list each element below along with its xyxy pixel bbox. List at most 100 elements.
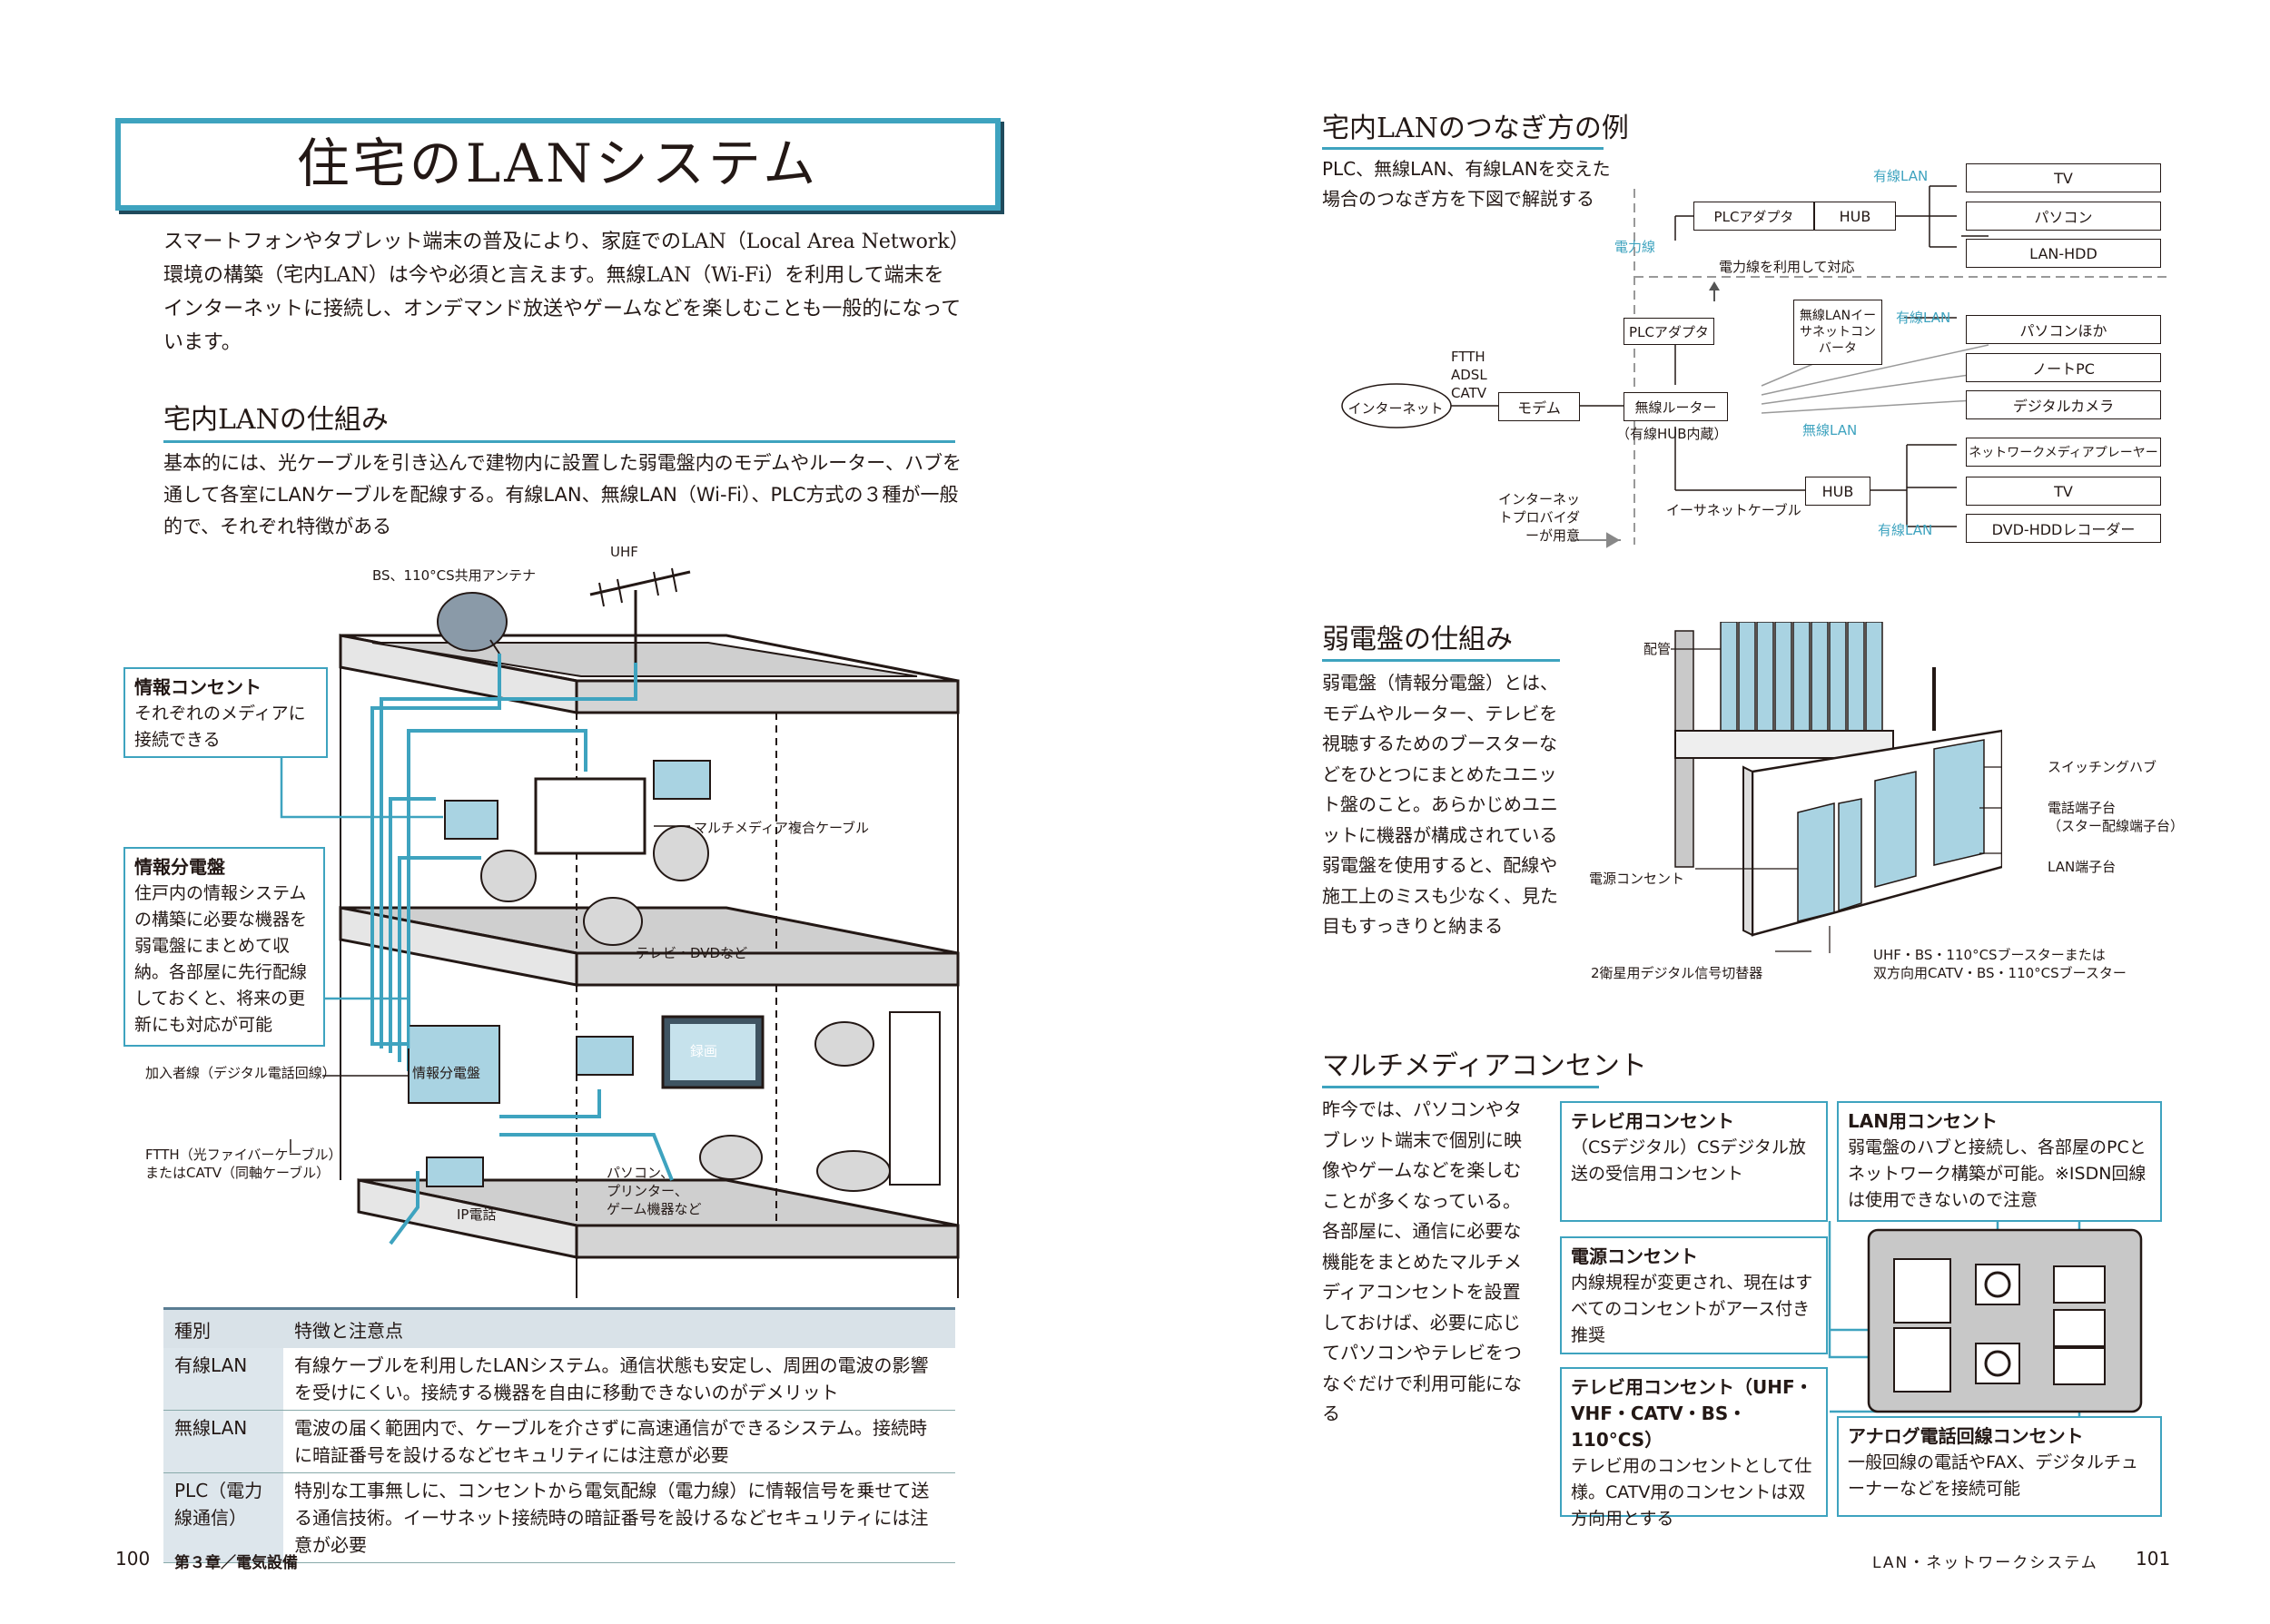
- label-subscriber-line: 加入者線（デジタル電話回線）: [145, 1065, 336, 1081]
- table-cell-desc: 電波の届く範囲内で、ケーブルを介さずに高速通信ができるシステム。接続時に暗証番号…: [283, 1410, 955, 1473]
- section-rule: [1322, 1086, 1599, 1088]
- table-cell-desc: 有線ケーブルを利用したLANシステム。通信状態も安定し、周囲の電波の影響を受けに…: [283, 1348, 955, 1411]
- router-sub: （有線HUB内蔵）: [1616, 426, 1728, 442]
- intro-text: スマートフォンやタブレット端末の普及により、家庭でのLAN（Local Area…: [163, 231, 962, 354]
- running-head-right: LAN・ネットワークシステム: [1872, 1554, 2098, 1572]
- callout-info-panel: 情報分電盤 住戸内の情報システムの構築に必要な機器を弱電盤にまとめて収納。各部屋…: [123, 847, 325, 1047]
- panel-illustration: [1671, 622, 2002, 953]
- label-pc-2: プリンター、: [607, 1183, 688, 1199]
- page-number-right: 101: [2136, 1548, 2171, 1570]
- label-bs-antenna: BS、110°CS共用アンテナ: [372, 567, 537, 584]
- label-telephone-terminal: 電話端子台: [2048, 800, 2117, 816]
- device-media-player: ネットワークメディアプレーヤー: [1966, 438, 2161, 467]
- plc-adapter-box: PLCアダプタ: [1624, 318, 1714, 345]
- table-header-row: 種別 特徴と注意点: [163, 1307, 955, 1348]
- callout-info-outlet: 情報コンセント それぞれのメディアに接続できる: [123, 667, 328, 758]
- section-text-multimedia: 昨今では、パソコンやタブレット端末で個別に映像やゲームなどを楽しむことが多くなっ…: [1322, 1098, 1522, 1424]
- section-text-panel: 弱電盤（情報分電盤）とは、モデムやルーター、テレビを視聴するためのブースターなど…: [1322, 672, 1558, 937]
- device-dvd-recorder: DVD-HDDレコーダー: [1966, 514, 2161, 543]
- device-camera: デジタルカメラ: [1966, 390, 2161, 419]
- plc-adapter-top-box: PLCアダプタ: [1693, 202, 1814, 231]
- callout-info-panel-title: 情報分電盤: [134, 856, 225, 878]
- provider-note-text: インターネットプロバイダーが用意: [1498, 491, 1581, 544]
- lan-type-table: 種別 特徴と注意点 有線LAN 有線ケーブルを利用したLANシステム。通信状態も…: [163, 1307, 955, 1563]
- box-analog-phone-title: アナログ電話回線コンセント: [1848, 1425, 2084, 1447]
- label-provider-note: インターネットプロバイダーが用意: [1498, 490, 1580, 545]
- device-notebook: ノートPC: [1966, 353, 2161, 382]
- hub-top-box: HUB: [1814, 202, 1896, 231]
- page-title: 住宅のLANシステム: [296, 133, 820, 194]
- label-adsl: ADSL: [1451, 367, 1487, 383]
- house-illustration: [280, 567, 960, 1298]
- label-lan-terminal: LAN端子台: [2048, 859, 2117, 875]
- label-booster-1: UHF・BS・110°CSブースターまたは: [1873, 947, 2106, 963]
- table-row: 無線LAN 電波の届く範囲内で、ケーブルを介さずに高速通信ができるシステム。接続…: [163, 1410, 955, 1473]
- box-tv-uhf-title: テレビ用コンセント（UHF・VHF・CATV・BS・110°CS）: [1571, 1376, 1813, 1451]
- label-uhf: UHF: [610, 544, 638, 560]
- label-satellite-switch: 2衛星用デジタル信号切替器: [1591, 965, 1763, 981]
- converter-box: 無線LANイーサネットコンバータ: [1793, 300, 1882, 365]
- section-title-connection: 宅内LANのつなぎ方の例: [1322, 113, 1629, 144]
- network-diagram: [1341, 185, 2170, 548]
- table-row: PLC（電力線通信） 特別な工事無しに、コンセントから電気配線（電力線）に情報信…: [163, 1472, 955, 1563]
- label-catv: CATV: [1451, 385, 1486, 401]
- label-wired-lan-3: 有線LAN: [1878, 522, 1933, 538]
- label-booster-2: 双方向用CATV・BS・110°CSブースター: [1873, 965, 2127, 981]
- box-analog-phone-text: 一般回線の電話やFAX、デジタルチューナーなどを接続可能: [1848, 1452, 2138, 1499]
- box-power-outlet-title: 電源コンセント: [1571, 1245, 1698, 1267]
- section-title-panel: 弱電盤の仕組み: [1322, 624, 1513, 655]
- label-power-line: 電力線: [1614, 239, 1656, 255]
- box-lan-outlet: LAN用コンセント 弱電盤のハブと接続し、各部屋のPCとネットワーク構築が可能。…: [1837, 1101, 2162, 1222]
- label-ftth: FTTH: [1451, 349, 1485, 365]
- table-cell-type: 無線LAN: [163, 1410, 283, 1473]
- callout-info-outlet-text: それぞれのメディアに接続できる: [134, 704, 306, 750]
- label-wireless-lan: 無線LAN: [1802, 422, 1858, 438]
- callout-info-panel-text: 住戸内の情報システムの構築に必要な機器を弱電盤にまとめて収納。各部屋に先行配線し…: [134, 883, 308, 1035]
- label-switching-hub: スイッチングハブ: [2048, 759, 2157, 775]
- label-pc-3: ゲーム機器など: [607, 1201, 702, 1217]
- section-rule: [1322, 147, 1604, 150]
- label-piping: 配管: [1643, 641, 1672, 657]
- device-tv-bottom: TV: [1966, 477, 2161, 506]
- label-wired-lan-2: 有線LAN: [1896, 310, 1951, 326]
- box-lan-outlet-title: LAN用コンセント: [1848, 1110, 1998, 1132]
- label-wired-lan-1: 有線LAN: [1873, 168, 1929, 184]
- box-power-outlet: 電源コンセント 内線規程が変更され、現在はすべてのコンセントがアース付き推奨: [1560, 1236, 1828, 1354]
- table-row: 有線LAN 有線ケーブルを利用したLANシステム。通信状態も安定し、周囲の電波の…: [163, 1348, 955, 1411]
- box-tv-cs-title: テレビ用コンセント: [1571, 1110, 1734, 1132]
- section-text-lan-mechanism: 基本的には、光ケーブルを引き込んで建物内に設置した弱電盤内のモデムやルーター、ハ…: [163, 452, 962, 537]
- modem-box: モデム: [1498, 392, 1580, 421]
- internet-node: インターネット: [1347, 399, 1444, 417]
- label-panel: 情報分電盤: [412, 1065, 481, 1081]
- table-cell-desc: 特別な工事無しに、コンセントから電気配線（電力線）に情報信号を乗せて送る通信技術…: [283, 1472, 955, 1563]
- device-pc-etc: パソコンほか: [1966, 315, 2161, 344]
- label-telephone-terminal-sub: （スター配線端子台）: [2048, 818, 2185, 834]
- table-cell-type: 有線LAN: [163, 1348, 283, 1411]
- multimedia-outlet-illustration: [1828, 1221, 2143, 1416]
- section-rule: [163, 440, 955, 443]
- hub-bottom-box: HUB: [1805, 477, 1870, 506]
- label-tv-dvd: テレビ・DVDなど: [636, 945, 748, 961]
- label-ethernet-cable: イーサネットケーブル: [1666, 502, 1801, 518]
- label-ftth-1: FTTH（光ファイバーケーブル）: [145, 1147, 342, 1163]
- page-title-box: 住宅のLANシステム: [115, 118, 1001, 211]
- device-pc-top: パソコン: [1966, 202, 2161, 231]
- page-number-left: 100: [115, 1548, 151, 1570]
- device-tv-top: TV: [1966, 163, 2161, 192]
- label-pc-1: パソコン、: [607, 1165, 675, 1181]
- table-header: 種別: [163, 1307, 283, 1348]
- label-power-outlet: 電源コンセント: [1589, 871, 1685, 887]
- box-analog-phone: アナログ電話回線コンセント 一般回線の電話やFAX、デジタルチューナーなどを接続…: [1837, 1416, 2162, 1517]
- chapter-label: 第３章／電気設備: [174, 1554, 298, 1572]
- section-title-multimedia: マルチメディアコンセント: [1322, 1050, 1647, 1082]
- box-lan-outlet-text: 弱電盤のハブと接続し、各部屋のPCとネットワーク構築が可能。※ISDN回線は使用…: [1848, 1137, 2147, 1210]
- section-text-connection: PLC、無線LAN、有線LANを交えた場合のつなぎ方を下図で解説する: [1322, 158, 1611, 210]
- router-box: 無線ルーター: [1624, 392, 1728, 421]
- label-power-note: 電力線を利用して対応: [1719, 259, 1855, 275]
- box-tv-uhf: テレビ用コンセント（UHF・VHF・CATV・BS・110°CS） テレビ用のコ…: [1560, 1367, 1828, 1529]
- section-rule: [1322, 659, 1560, 662]
- label-multimedia-cable: マルチメディア複合ケーブル: [694, 820, 870, 836]
- device-lan-hdd: LAN-HDD: [1966, 239, 2161, 268]
- table-header: 特徴と注意点: [283, 1307, 955, 1348]
- box-tv-uhf-text: テレビ用のコンセントとして仕様。CATV用のコンセントは双方向用とする: [1571, 1456, 1812, 1529]
